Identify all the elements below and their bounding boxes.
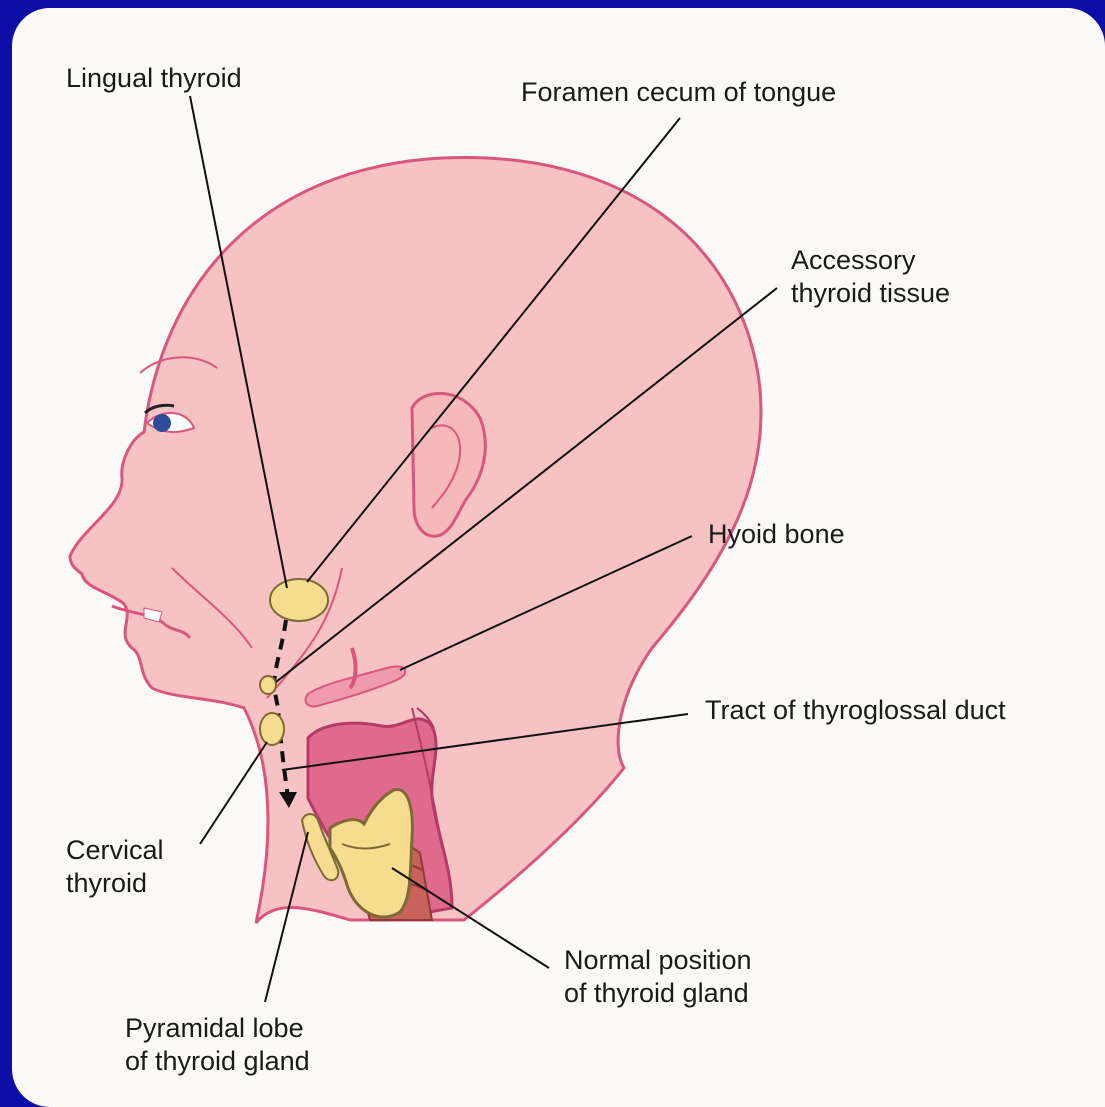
cervical-thyroid-gland <box>260 713 284 745</box>
label-accessory-thyroid: Accessory thyroid tissue <box>791 244 950 310</box>
diagram-panel: Lingual thyroid Foramen cecum of tongue … <box>12 8 1105 1107</box>
label-pyramidal-lobe: Pyramidal lobe of thyroid gland <box>125 1012 310 1078</box>
label-foramen-cecum: Foramen cecum of tongue <box>521 76 836 109</box>
label-normal-position: Normal position of thyroid gland <box>564 944 752 1010</box>
leader-line-cervical-thyroid <box>200 742 267 844</box>
label-cervical-thyroid: Cervical thyroid <box>66 834 164 900</box>
label-tract-thyroglossal-duct: Tract of thyroglossal duct <box>705 694 1006 727</box>
label-hyoid-bone: Hyoid bone <box>708 518 845 551</box>
lingual-thyroid-gland <box>270 579 328 621</box>
anatomy-illustration <box>12 8 1105 1107</box>
accessory-thyroid-nodule <box>260 676 276 694</box>
label-lingual-thyroid: Lingual thyroid <box>66 62 242 95</box>
